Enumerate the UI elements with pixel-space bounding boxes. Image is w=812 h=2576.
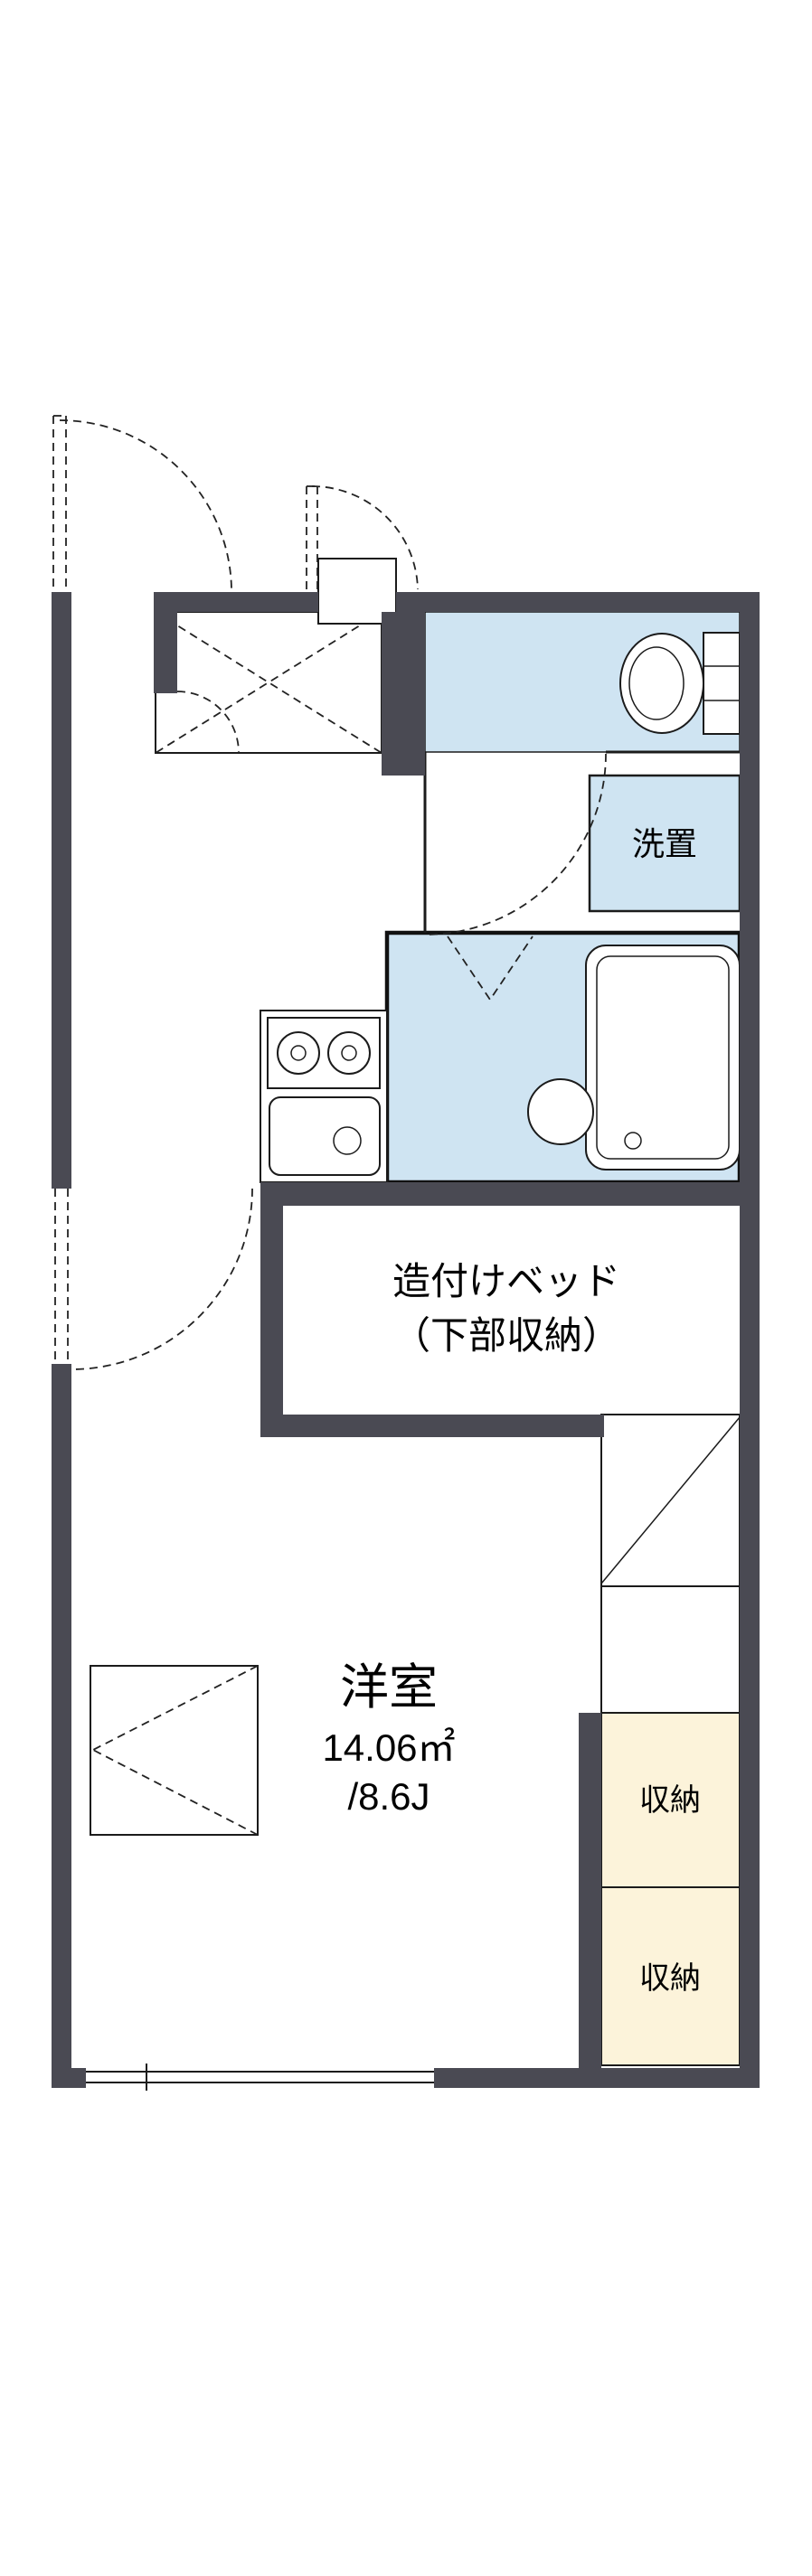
entrance-area (155, 558, 397, 754)
closet-lower (600, 1886, 741, 2066)
burner-icon (327, 1031, 371, 1075)
entrance-door-arc (52, 415, 232, 590)
sink-drain (333, 1126, 362, 1155)
genkan-cross-line (155, 611, 382, 754)
area-label-m2: 14.06㎡ (322, 1726, 455, 1769)
bath-folding-door (447, 935, 533, 1001)
toilet-door-arc (424, 753, 607, 935)
laundry-box (588, 774, 741, 913)
window-bottom (86, 2064, 434, 2091)
toilet-bowl (619, 633, 704, 734)
laundry-label: 洗置 (632, 825, 697, 862)
closet-upper (600, 1712, 741, 1888)
kitchen-counter (260, 1010, 388, 1183)
closet-upper-label: 収納 (639, 1783, 701, 1818)
stove-burners (267, 1017, 381, 1089)
bed-label-line2: （下部収納） (392, 1314, 620, 1357)
sub-door-arc (306, 485, 419, 590)
bath-stool (527, 1078, 594, 1145)
room-label: 洋室 (340, 1660, 438, 1715)
genkan-cross-line (155, 611, 382, 754)
genkan-door-arc (176, 691, 240, 754)
tub-drain (624, 1132, 642, 1150)
desk-alcove (90, 1665, 259, 1836)
toilet-fixture (619, 632, 741, 735)
kitchen-sink (269, 1096, 381, 1176)
room-door-arc (54, 1188, 253, 1370)
area-label-jo: /8.6J (347, 1775, 430, 1818)
service-shaft (600, 1414, 741, 1714)
toilet-tank (703, 632, 741, 735)
genkan-floor (155, 611, 382, 754)
shaft-diagonal (600, 1416, 741, 1584)
bathtub (585, 945, 741, 1170)
burner-icon (277, 1031, 320, 1075)
closet-lower-label: 収納 (639, 1961, 701, 1996)
bed-label-line1: 造付けベッド (392, 1260, 620, 1302)
walls (52, 592, 760, 2088)
